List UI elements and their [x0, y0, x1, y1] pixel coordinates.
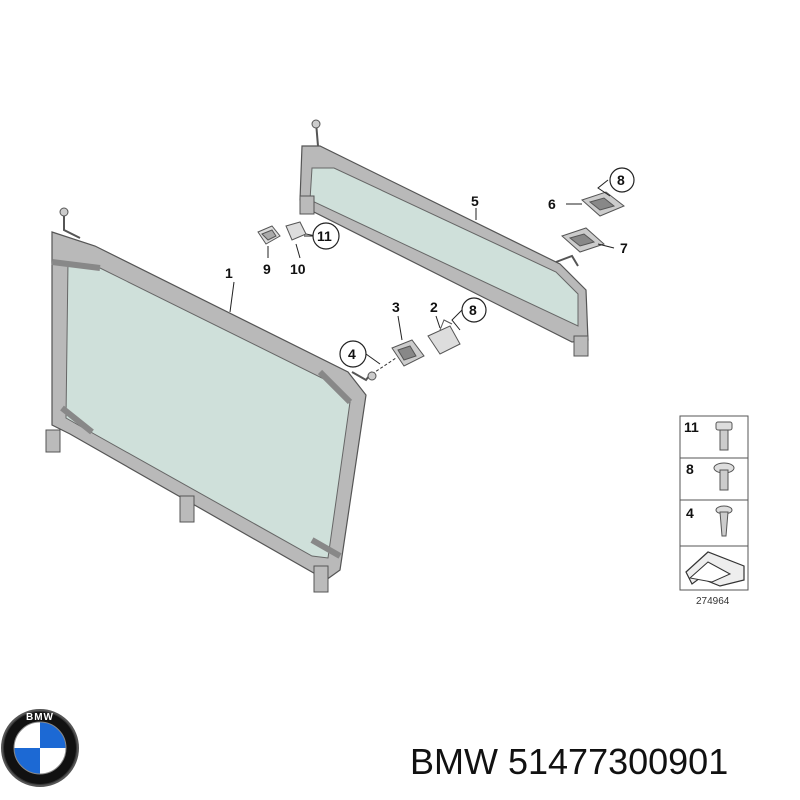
- part-number-caption: BMW 51477300901: [410, 741, 728, 782]
- partition-net-large: [45, 207, 373, 593]
- callout-6: 6: [548, 196, 556, 212]
- upper-clip-right: [573, 335, 589, 357]
- callout-8-mid: 8: [469, 302, 477, 318]
- callout-8-circle-mid: [461, 297, 487, 323]
- partition-net-upper: [299, 119, 589, 357]
- legend-row-8: 8: [686, 461, 694, 477]
- upper-clip-left: [299, 195, 315, 215]
- legend-ref-number: 274964: [696, 596, 730, 607]
- part-2-bracket: [427, 319, 461, 355]
- callout-2: 2: [430, 299, 438, 315]
- callout-8-top: 8: [617, 172, 625, 188]
- legend-row-4: 4: [686, 505, 694, 521]
- net-hook-left: [63, 210, 81, 239]
- net-clip-bottom-2: [179, 495, 195, 523]
- part-3-bracket: [391, 339, 425, 367]
- bmw-logo: BMW: [1, 709, 79, 787]
- callout-7: 7: [620, 240, 628, 256]
- fastener-legend: 11 8 4 274964: [679, 415, 749, 607]
- legend-row-11: 11: [684, 419, 699, 435]
- callout-4: 4: [348, 346, 356, 362]
- upper-hook-right: [555, 254, 579, 267]
- net-mesh-upper: [309, 167, 579, 327]
- callout-11-circle: [312, 222, 340, 250]
- part-6-bracket: [581, 191, 625, 217]
- net-mesh-large: [65, 261, 351, 559]
- callout-9: 9: [263, 261, 271, 277]
- callouts: 1 5 6 8 7 11 9 10 3 2 8 4: [225, 167, 635, 368]
- callout-1: 1: [225, 265, 233, 281]
- part-10-clip: [285, 221, 317, 241]
- screw-4-icon: [715, 505, 733, 537]
- leader-lines: [229, 179, 615, 365]
- bmw-logo-lettering: BMW: [26, 712, 54, 723]
- callout-5: 5: [471, 193, 479, 209]
- net-clip-bottom-3: [313, 565, 329, 593]
- callout-3: 3: [392, 299, 400, 315]
- callout-4-circle: [339, 340, 367, 368]
- bolt-11-icon: [715, 421, 733, 451]
- callout-8-circle-top: [609, 167, 635, 193]
- callout-11: 11: [317, 228, 332, 244]
- screw-8-icon: [713, 462, 735, 491]
- part-4-screw: [367, 357, 397, 381]
- callout-10: 10: [290, 261, 306, 277]
- part-9-nut: [257, 225, 281, 245]
- part-7-bracket: [561, 227, 605, 253]
- arrow-symbol-icon: [685, 551, 745, 587]
- net-clip-bottom-1: [45, 429, 61, 453]
